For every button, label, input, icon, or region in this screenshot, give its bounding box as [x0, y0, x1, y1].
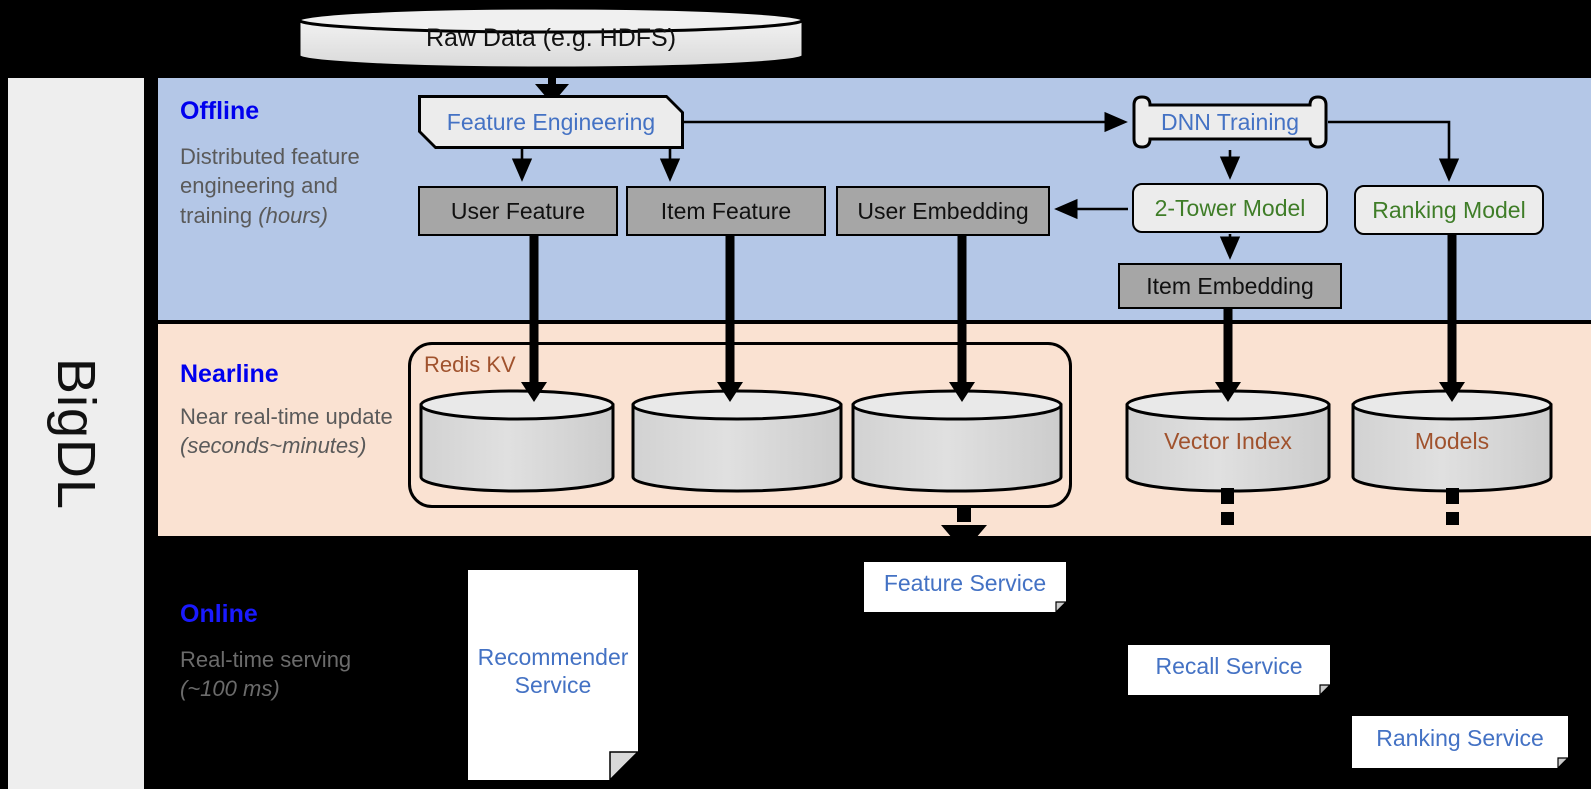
node-feature-service[interactable]: Feature Service: [864, 562, 1066, 612]
vector-index-cylinder[interactable]: Vector Index: [1124, 389, 1332, 493]
node-dnn-training-label: DNN Training: [1160, 108, 1300, 135]
node-user-embedding[interactable]: User Embedding: [836, 186, 1050, 236]
models-label: Models: [1414, 427, 1490, 454]
node-feature-engineering-label: Feature Engineering: [446, 108, 656, 135]
node-ranking-service-label: Ranking Service: [1376, 725, 1544, 752]
band-title-online: Online: [180, 600, 258, 628]
node-2-tower-model[interactable]: 2-Tower Model: [1132, 183, 1328, 233]
redis-kv-label: Redis KV: [424, 352, 516, 377]
nearline-subtitle-text: Near real-time update (seconds~minutes): [180, 404, 393, 459]
node-recommender-service[interactable]: Recommender Service: [468, 570, 638, 780]
store-user-feature-label: [418, 389, 616, 493]
offline-subtitle-text: Distributed feature engineering and trai…: [180, 144, 360, 228]
node-feature-engineering[interactable]: Feature Engineering: [418, 95, 684, 149]
node-user-feature-label: User Feature: [450, 197, 586, 224]
node-user-embedding-label: User Embedding: [857, 197, 1029, 224]
vector-index-label: Vector Index: [1164, 427, 1292, 454]
band-subtitle-nearline: Near real-time update (seconds~minutes): [180, 402, 430, 461]
node-item-embedding[interactable]: Item Embedding: [1118, 263, 1342, 309]
online-subtitle-text: Real-time serving (~100 ms): [180, 647, 352, 702]
node-ranking-service[interactable]: Ranking Service: [1352, 716, 1568, 768]
store-item-feature-label: [630, 389, 844, 493]
models-cylinder[interactable]: Models: [1350, 389, 1554, 493]
raw-data-label: Raw Data (e.g. HDFS): [425, 23, 677, 52]
node-feature-service-label: Feature Service: [883, 570, 1047, 597]
raw-data-cylinder[interactable]: Raw Data (e.g. HDFS): [296, 6, 806, 70]
node-user-feature[interactable]: User Feature: [418, 186, 618, 236]
store-user-embedding-cylinder[interactable]: [850, 389, 1064, 493]
store-user-embedding-label: [850, 389, 1064, 493]
band-title-offline: Offline: [180, 97, 260, 125]
node-2-tower-model-label: 2-Tower Model: [1154, 194, 1306, 221]
band-subtitle-offline: Distributed feature engineering and trai…: [180, 142, 410, 230]
redis-kv-group: [408, 342, 1072, 508]
node-recommender-service-label: Recommender Service: [477, 644, 629, 698]
band-title-nearline: Nearline: [180, 360, 279, 388]
node-item-embedding-label: Item Embedding: [1146, 272, 1314, 299]
bigdl-sidebar: BigDL: [8, 78, 144, 789]
node-item-feature-label: Item Feature: [660, 197, 792, 224]
bigdl-sidebar-label: BigDL: [46, 357, 107, 510]
node-item-feature[interactable]: Item Feature: [626, 186, 826, 236]
store-user-feature-cylinder[interactable]: [418, 389, 616, 493]
node-ranking-model[interactable]: Ranking Model: [1354, 185, 1544, 235]
node-dnn-training[interactable]: DNN Training: [1132, 95, 1328, 149]
node-ranking-model-label: Ranking Model: [1372, 196, 1526, 223]
node-recall-service-label: Recall Service: [1155, 653, 1303, 680]
band-subtitle-online: Real-time serving (~100 ms): [180, 645, 410, 704]
store-item-feature-cylinder[interactable]: [630, 389, 844, 493]
node-recall-service[interactable]: Recall Service: [1128, 645, 1330, 695]
